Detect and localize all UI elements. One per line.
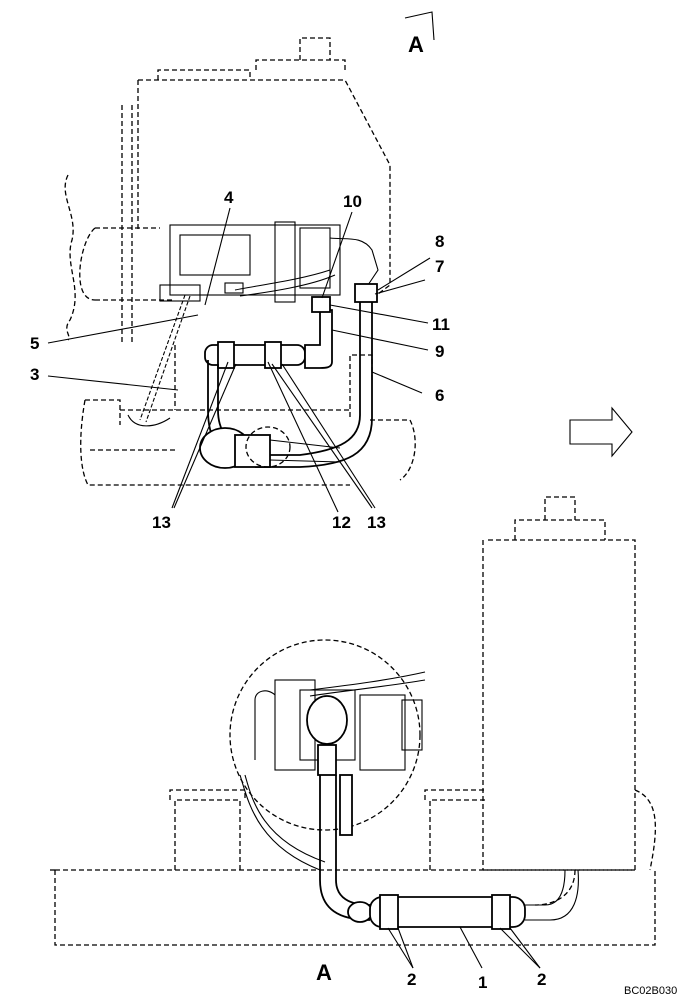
- part-number-3: 3: [30, 365, 39, 384]
- direction-arrow: [569, 406, 633, 458]
- pump-assembly: [127, 221, 379, 427]
- part-number-6: 6: [435, 386, 444, 405]
- top-view: A: [30, 11, 450, 532]
- part-number-2b: 2: [537, 970, 546, 989]
- part-number-2a: 2: [407, 970, 416, 989]
- view-arrow-marker: [404, 11, 435, 41]
- part-number-12: 12: [332, 513, 351, 532]
- part-number-13b: 13: [367, 513, 386, 532]
- pipe-assembly-top: [204, 296, 333, 369]
- part-number-10: 10: [343, 192, 362, 211]
- part-number-4: 4: [224, 188, 234, 207]
- view-marker-label: A: [408, 32, 424, 57]
- leader-lines-bottom: [387, 926, 541, 969]
- frame-outline: [50, 789, 656, 946]
- part-number-9: 9: [435, 342, 444, 361]
- bottom-view: A 2 1 2 BC02B030: [50, 496, 677, 997]
- view-label-bottom: A: [316, 960, 332, 985]
- lower-cylinder-fitting: [199, 426, 341, 469]
- hose-6: [250, 283, 378, 468]
- part-number-11: 11: [432, 315, 450, 334]
- part-number-1: 1: [478, 973, 487, 992]
- leader-lines-top: [47, 207, 431, 513]
- hydraulic-tank-outline: [482, 496, 657, 871]
- engine-block-outline: [64, 37, 416, 486]
- drawing-code: BC02B030: [624, 985, 677, 997]
- hose-1-assembly: [317, 744, 579, 930]
- part-number-5: 5: [30, 334, 39, 353]
- part-number-8: 8: [435, 232, 444, 251]
- part-number-13a: 13: [152, 513, 171, 532]
- pump-detail-circle: [229, 639, 421, 831]
- pump-body-bottom: [239, 671, 426, 871]
- part-number-7: 7: [435, 257, 444, 276]
